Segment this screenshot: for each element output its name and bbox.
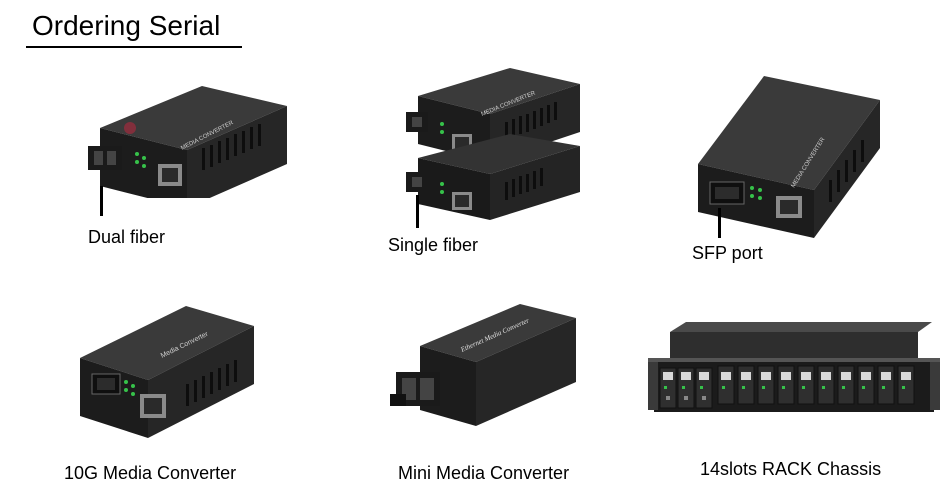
rack-chassis-icon <box>648 322 940 412</box>
single-fiber-converter-icon: MEDIA CONVERTER <box>406 68 580 220</box>
dual-fiber-converter-image: MEDIA CONVERTER <box>82 78 292 198</box>
10g-media-converter-caption: 10G Media Converter <box>64 463 237 483</box>
single-fiber-converter-image: MEDIA CONVERTER <box>400 62 585 222</box>
mini-converter-icon: Ethernet Media Converter <box>390 304 576 426</box>
single-fiber-pointer <box>416 195 419 228</box>
dual-fiber-pointer <box>100 186 103 216</box>
title-underline <box>26 46 242 48</box>
sfp-converter-image: MEDIA CONVERTER <box>694 70 884 240</box>
10g-converter-icon: Media Converter <box>80 306 254 438</box>
single-fiber-caption: Single fiber <box>388 235 479 255</box>
10g-media-converter-image: Media Converter <box>76 302 256 442</box>
mini-media-converter-caption: Mini Media Converter <box>398 463 570 483</box>
page-title: Ordering Serial <box>32 10 221 41</box>
dual-fiber-caption: Dual fiber <box>88 227 166 247</box>
rack-chassis-caption: 14slots RACK Chassis <box>700 459 882 479</box>
sfp-port-pointer <box>718 208 721 238</box>
mini-media-converter-image: Ethernet Media Converter <box>390 300 580 430</box>
sfp-port-caption: SFP port <box>692 243 763 263</box>
sfp-converter-icon: MEDIA CONVERTER <box>698 76 880 238</box>
dual-fiber-converter-icon: MEDIA CONVERTER <box>88 86 287 198</box>
rack-chassis-image <box>648 322 940 420</box>
